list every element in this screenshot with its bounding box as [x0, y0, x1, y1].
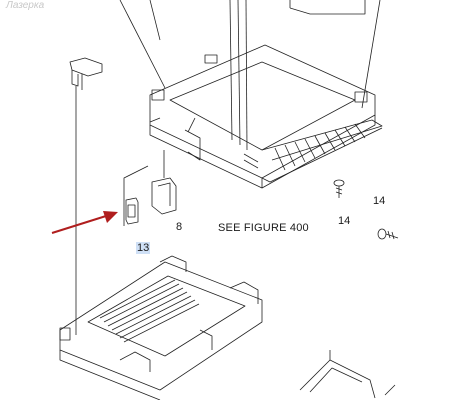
small-part-13	[123, 165, 149, 226]
main-assembly	[149, 44, 383, 189]
bracket-part-8	[151, 150, 177, 215]
top-leader-lines	[119, 0, 381, 151]
hinge-part	[69, 57, 103, 335]
output-fins	[274, 123, 366, 171]
callout-8: 8	[176, 221, 183, 233]
screw-part-14	[333, 179, 345, 198]
callout-13: 13	[136, 242, 151, 254]
base-ribs	[99, 279, 200, 343]
base-frame	[59, 255, 263, 400]
callout-14-far: 14	[373, 195, 386, 207]
see-figure-note: SEE FIGURE 400	[218, 222, 309, 234]
partial-lower-right-part	[299, 350, 396, 399]
red-pointer-arrow	[51, 211, 118, 234]
screw-part-14-far	[377, 228, 399, 240]
callout-14-screw: 14	[338, 215, 351, 227]
watermark: Лазерка	[6, 0, 45, 11]
